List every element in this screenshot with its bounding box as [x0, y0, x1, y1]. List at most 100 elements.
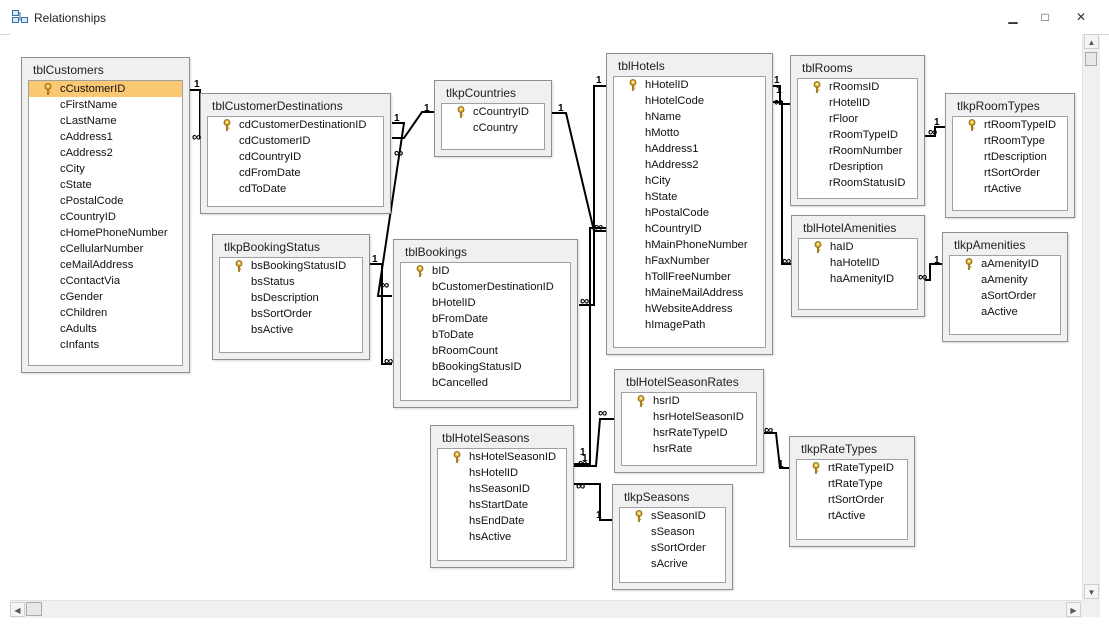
scroll-up-button[interactable]: ▲: [1084, 34, 1099, 49]
field-row[interactable]: hTollFreeNumber: [614, 269, 765, 285]
field-row[interactable]: bsDescription: [220, 290, 362, 306]
field-row[interactable]: bHotelID: [401, 295, 570, 311]
field-row[interactable]: cAdults: [29, 321, 182, 337]
field-row[interactable]: hMotto: [614, 125, 765, 141]
field-row[interactable]: rtRoomTypeID: [953, 117, 1067, 133]
field-row[interactable]: cLastName: [29, 113, 182, 129]
field-row[interactable]: rHotelID: [798, 95, 917, 111]
field-row[interactable]: cAddress1: [29, 129, 182, 145]
field-row[interactable]: hsrHotelSeasonID: [622, 409, 756, 425]
field-row[interactable]: aAmenity: [950, 272, 1060, 288]
field-row[interactable]: bCancelled: [401, 375, 570, 391]
field-row[interactable]: cContactVia: [29, 273, 182, 289]
field-row[interactable]: cPostalCode: [29, 193, 182, 209]
field-row[interactable]: hName: [614, 109, 765, 125]
horizontal-scrollbar[interactable]: ◀ ▶: [10, 600, 1082, 618]
field-row[interactable]: hsActive: [438, 529, 566, 545]
table-title[interactable]: tblHotelSeasonRates: [626, 375, 739, 389]
field-row[interactable]: sSortOrder: [620, 540, 725, 556]
field-row[interactable]: bCustomerDestinationID: [401, 279, 570, 295]
table-title[interactable]: tblHotels: [618, 59, 665, 73]
field-row[interactable]: sSeasonID: [620, 508, 725, 524]
scroll-right-button[interactable]: ▶: [1066, 602, 1081, 617]
field-row[interactable]: rtActive: [953, 181, 1067, 197]
maximize-button[interactable]: □: [1041, 10, 1049, 24]
field-row[interactable]: hFaxNumber: [614, 253, 765, 269]
field-row[interactable]: haID: [799, 239, 917, 255]
minimize-button[interactable]: ▁: [1008, 10, 1018, 24]
field-row[interactable]: rtActive: [797, 508, 907, 524]
field-row[interactable]: hCity: [614, 173, 765, 189]
table-title[interactable]: tblCustomers: [33, 63, 104, 77]
field-row[interactable]: rRoomNumber: [798, 143, 917, 159]
table-title[interactable]: tblHotelSeasons: [442, 431, 530, 445]
field-row[interactable]: cdCustomerDestinationID: [208, 117, 383, 133]
field-row[interactable]: rtRoomType: [953, 133, 1067, 149]
field-row[interactable]: sSeason: [620, 524, 725, 540]
field-row[interactable]: aActive: [950, 304, 1060, 320]
field-row[interactable]: hImagePath: [614, 317, 765, 333]
field-row[interactable]: haHotelID: [799, 255, 917, 271]
field-row[interactable]: hMaineMailAddress: [614, 285, 765, 301]
field-row[interactable]: rtRateTypeID: [797, 460, 907, 476]
field-row[interactable]: hsHotelID: [438, 465, 566, 481]
field-row[interactable]: hsrID: [622, 393, 756, 409]
field-row[interactable]: bsActive: [220, 322, 362, 338]
table-title[interactable]: tlkpRateTypes: [801, 442, 878, 456]
field-row[interactable]: bsStatus: [220, 274, 362, 290]
field-row[interactable]: cFirstName: [29, 97, 182, 113]
field-row[interactable]: cInfants: [29, 337, 182, 353]
field-row[interactable]: cState: [29, 177, 182, 193]
field-row[interactable]: ceMailAddress: [29, 257, 182, 273]
field-row[interactable]: rtSortOrder: [797, 492, 907, 508]
field-row[interactable]: cCountry: [442, 120, 544, 136]
field-row[interactable]: hsrRate: [622, 441, 756, 457]
field-row[interactable]: aAmenityID: [950, 256, 1060, 272]
vertical-scroll-thumb[interactable]: [1085, 52, 1097, 66]
field-row[interactable]: cCity: [29, 161, 182, 177]
field-row[interactable]: cHomePhoneNumber: [29, 225, 182, 241]
table-title[interactable]: tblRooms: [802, 61, 853, 75]
close-button[interactable]: ✕: [1075, 10, 1087, 24]
scroll-down-button[interactable]: ▼: [1084, 584, 1099, 599]
field-row[interactable]: rtDescription: [953, 149, 1067, 165]
field-row[interactable]: rtRateType: [797, 476, 907, 492]
field-row[interactable]: hsStartDate: [438, 497, 566, 513]
table-title[interactable]: tlkpAmenities: [954, 238, 1026, 252]
field-row[interactable]: hsEndDate: [438, 513, 566, 529]
field-row[interactable]: hState: [614, 189, 765, 205]
field-row[interactable]: hWebsiteAddress: [614, 301, 765, 317]
field-row[interactable]: rRoomStatusID: [798, 175, 917, 191]
field-row[interactable]: hCountryID: [614, 221, 765, 237]
field-row[interactable]: rFloor: [798, 111, 917, 127]
field-row[interactable]: cCountryID: [29, 209, 182, 225]
field-row[interactable]: bsBookingStatusID: [220, 258, 362, 274]
table-title[interactable]: tlkpRoomTypes: [957, 99, 1040, 113]
field-row[interactable]: hsSeasonID: [438, 481, 566, 497]
horizontal-scroll-thumb[interactable]: [26, 602, 42, 616]
table-title[interactable]: tlkpSeasons: [624, 490, 690, 504]
field-row[interactable]: cCountryID: [442, 104, 544, 120]
